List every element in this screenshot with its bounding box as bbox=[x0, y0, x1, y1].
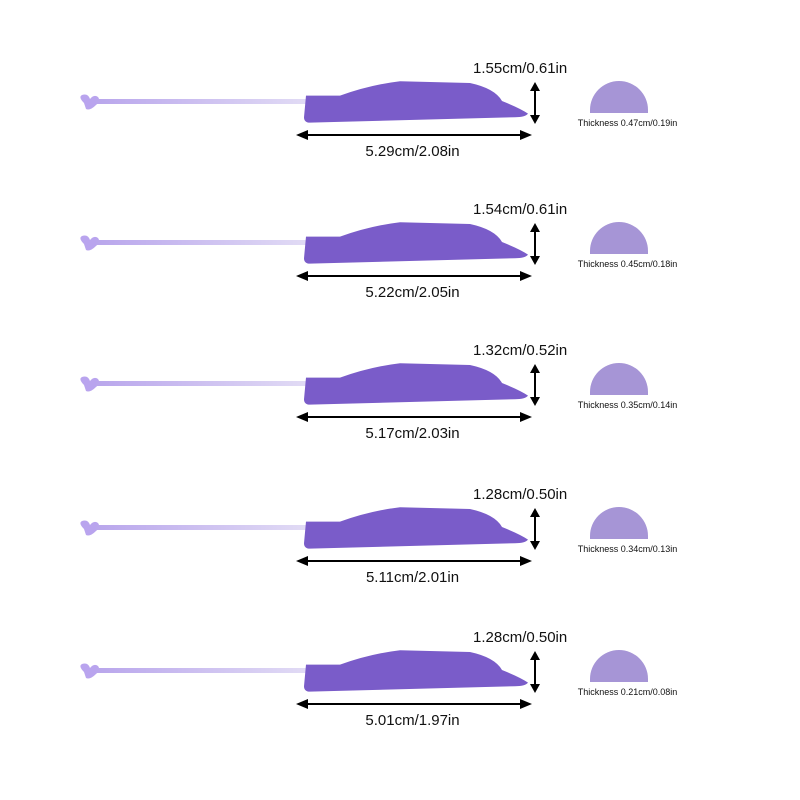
length-arrow-icon bbox=[296, 699, 532, 709]
lash-lift-tool-image bbox=[80, 222, 528, 264]
lash-lift-tool-image bbox=[80, 650, 528, 692]
height-arrow-icon bbox=[530, 651, 540, 693]
length-label: 5.29cm/2.08in bbox=[365, 143, 460, 160]
length-label: 5.22cm/2.05in bbox=[365, 284, 460, 301]
tool-size-row: 1.54cm/0.61in 5.22cm/2.05in Thickness 0.… bbox=[0, 196, 800, 336]
height-arrow-icon bbox=[530, 364, 540, 406]
cross-section-shape bbox=[590, 507, 648, 539]
tool-size-row: 1.28cm/0.50in 5.01cm/1.97in Thickness 0.… bbox=[0, 624, 800, 764]
cross-section-shape bbox=[590, 222, 648, 254]
length-label: 5.11cm/2.01in bbox=[365, 569, 460, 586]
height-arrow-icon bbox=[530, 223, 540, 265]
thickness-label: Thickness 0.47cm/0.19in bbox=[577, 118, 678, 128]
height-arrow-icon bbox=[530, 508, 540, 550]
length-arrow-icon bbox=[296, 556, 532, 566]
length-label: 5.17cm/2.03in bbox=[365, 425, 460, 442]
height-label: 1.28cm/0.50in bbox=[473, 486, 568, 503]
height-label: 1.28cm/0.50in bbox=[473, 629, 568, 646]
lash-lift-tool-image bbox=[80, 363, 528, 405]
length-arrow-icon bbox=[296, 271, 532, 281]
tool-size-row: 1.28cm/0.50in 5.11cm/2.01in Thickness 0.… bbox=[0, 481, 800, 621]
cross-section-shape bbox=[590, 363, 648, 395]
thickness-label: Thickness 0.35cm/0.14in bbox=[577, 400, 678, 410]
height-arrow-icon bbox=[530, 82, 540, 124]
length-label: 5.01cm/1.97in bbox=[365, 712, 460, 729]
lash-lift-tool-image bbox=[80, 507, 528, 549]
length-arrow-icon bbox=[296, 412, 532, 422]
cross-section-shape bbox=[590, 650, 648, 682]
thickness-label: Thickness 0.21cm/0.08in bbox=[577, 687, 678, 697]
tool-size-row: 1.55cm/0.61in 5.29cm/2.08in Thickness 0.… bbox=[0, 55, 800, 195]
cross-section-shape bbox=[590, 81, 648, 113]
thickness-label: Thickness 0.45cm/0.18in bbox=[577, 259, 678, 269]
length-arrow-icon bbox=[296, 130, 532, 140]
thickness-label: Thickness 0.34cm/0.13in bbox=[577, 544, 678, 554]
height-label: 1.32cm/0.52in bbox=[473, 342, 568, 359]
height-label: 1.55cm/0.61in bbox=[473, 60, 568, 77]
tool-size-row: 1.32cm/0.52in 5.17cm/2.03in Thickness 0.… bbox=[0, 337, 800, 477]
height-label: 1.54cm/0.61in bbox=[473, 201, 568, 218]
lash-lift-tool-image bbox=[80, 81, 528, 123]
